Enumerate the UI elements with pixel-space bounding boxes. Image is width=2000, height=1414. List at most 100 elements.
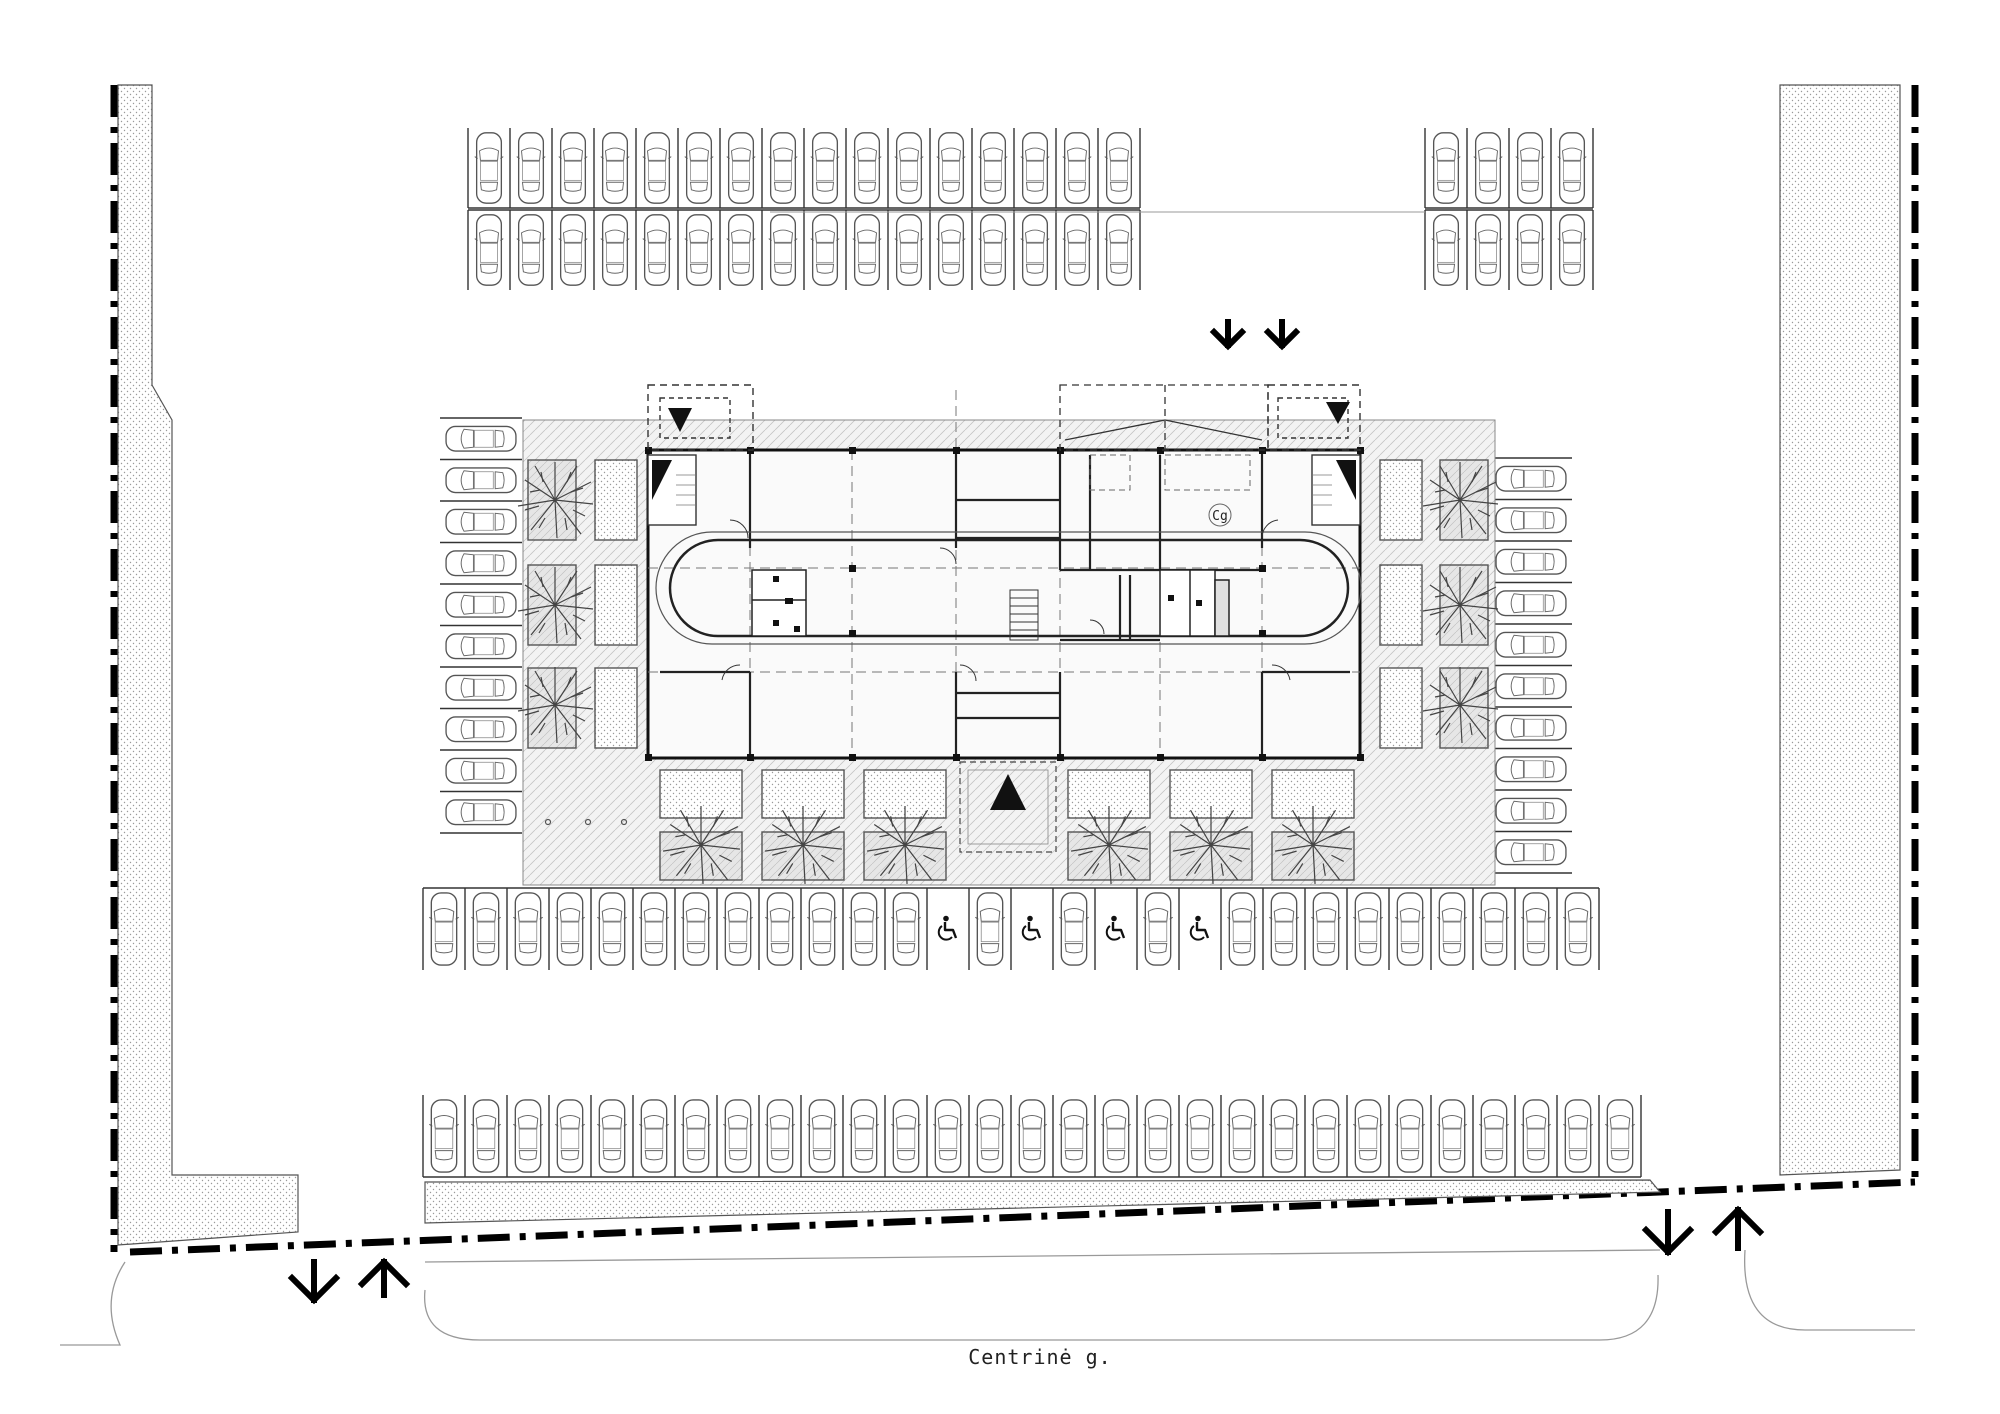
car-icon [1495,756,1567,783]
parking-stall [761,128,798,208]
accessible-parking-icon [937,915,958,941]
car-icon [1478,1099,1510,1173]
parking-stall [440,624,522,660]
car-icon [642,132,672,204]
parking-east [1490,457,1572,874]
car-icon [852,214,882,286]
car-icon [1310,1099,1342,1173]
parking-stall [1388,888,1426,970]
car-icon [894,132,924,204]
parking-stall [1514,888,1552,970]
car-icon [1557,214,1587,286]
car-icon [1515,132,1545,204]
parking-stall [1508,210,1545,290]
car-icon [1495,590,1567,617]
car-icon [554,892,586,966]
car-icon [806,1099,838,1173]
arrow-up-icon [357,1257,411,1298]
car-icon [1495,673,1567,700]
car-icon [1104,132,1134,204]
street-outline [60,1249,1915,1346]
stair-tower-west [647,384,754,526]
parking-stall [632,888,670,970]
car-icon [445,633,517,660]
parking-stall [1052,1095,1090,1177]
arrow-down-icon [1263,319,1301,351]
car-icon [596,1099,628,1173]
parking-stall [1097,128,1134,208]
arrow-down-icon [1641,1209,1695,1257]
car-icon [558,132,588,204]
parking-stall [1055,210,1092,290]
car-icon [722,1099,754,1173]
car-icon [1352,892,1384,966]
parking-stall [1424,128,1461,208]
parking-stall [971,128,1008,208]
parking-stall [440,500,522,535]
stair-tower-east [1267,384,1361,526]
parking-stall [632,1095,670,1177]
parking-stall [1490,789,1572,824]
parking-stall [467,128,504,208]
parking-stall [440,666,522,701]
accessible-parking-icon [1021,915,1042,941]
car-icon [1058,892,1090,966]
parking-stall [1430,1095,1468,1177]
car-icon [1562,1099,1594,1173]
parking-stall [1490,623,1572,658]
car-icon [512,892,544,966]
parking-stall [440,583,522,618]
car-icon [474,214,504,286]
parking-stall [1490,747,1572,783]
car-icon [932,1099,964,1173]
car-icon [558,214,588,286]
parking-stall [761,210,798,290]
parking-stall [887,128,924,208]
parking-stall [884,888,922,970]
parking-stall [1490,457,1572,492]
parking-south [422,887,1600,970]
car-icon [764,892,796,966]
parking-stall [440,541,522,577]
parking-stall [1550,128,1587,208]
car-icon [512,1099,544,1173]
car-icon [978,214,1008,286]
parking-stall [803,210,840,290]
car-icon [1142,892,1174,966]
car-icon [764,1099,796,1173]
parking-stall [635,210,672,290]
car-icon [1473,214,1503,286]
parking-stall [887,210,924,290]
car-icon [936,214,966,286]
parking-stall [590,1095,628,1177]
car-icon [1310,892,1342,966]
parking-stall [422,888,460,970]
traffic-arrows [287,319,1765,1305]
parking-stall [1346,888,1384,970]
car-icon [680,892,712,966]
parking-stall [1472,1095,1510,1177]
car-icon [470,1099,502,1173]
parking-stall [509,128,546,208]
street-name-label: Centrinė g. [968,1345,1112,1369]
car-icon [1058,1099,1090,1173]
car-icon [974,1099,1006,1173]
car-icon [596,892,628,966]
car-icon [638,1099,670,1173]
car-icon [1495,714,1567,741]
parking-stall [800,888,838,970]
car-icon [474,132,504,204]
accessible-parking-icon [1105,915,1126,941]
parking-stall [551,210,588,290]
parking-stall [884,1095,922,1177]
car-icon [1142,1099,1174,1173]
car-icon [600,214,630,286]
room-label-cg: Cg [1212,509,1228,524]
car-icon [974,892,1006,966]
car-icon [1557,132,1587,204]
car-icon [1268,892,1300,966]
green-beds-west [527,459,638,749]
parking-stall [1013,210,1050,290]
car-icon [445,799,517,826]
parking-stall [506,1095,544,1177]
